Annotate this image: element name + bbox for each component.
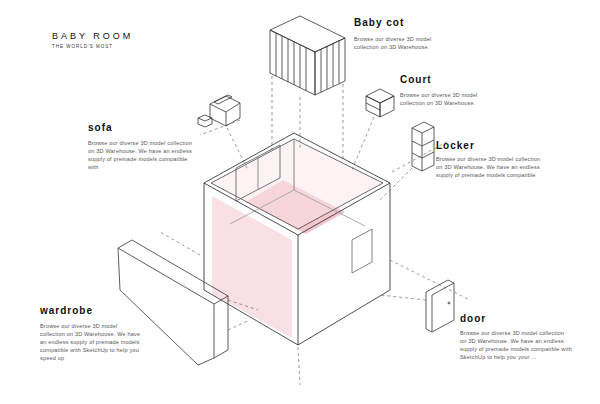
part-name: Locker: [436, 140, 475, 151]
part-note: Browse our diverse 3D model collection o…: [354, 35, 454, 51]
subtitle: THE WORLD'S MOST: [52, 44, 113, 49]
part-name: Court: [400, 74, 432, 85]
part-name: sofa: [88, 122, 113, 133]
part-name: Baby cot: [354, 17, 404, 28]
part-note: Browse our diverse 3D model collection o…: [88, 139, 196, 171]
part-note: Browse our diverse 3D model collection o…: [460, 329, 572, 361]
part-name: door: [460, 313, 486, 324]
part-note: Browse our diverse 3D model collection o…: [400, 91, 500, 107]
part-note: Browse our diverse 3D model collection o…: [40, 322, 144, 362]
part-note: Browse our diverse 3D model collection o…: [436, 155, 548, 179]
part-name: wardrobe: [40, 305, 93, 316]
page-title: BABY ROOM: [52, 31, 133, 41]
